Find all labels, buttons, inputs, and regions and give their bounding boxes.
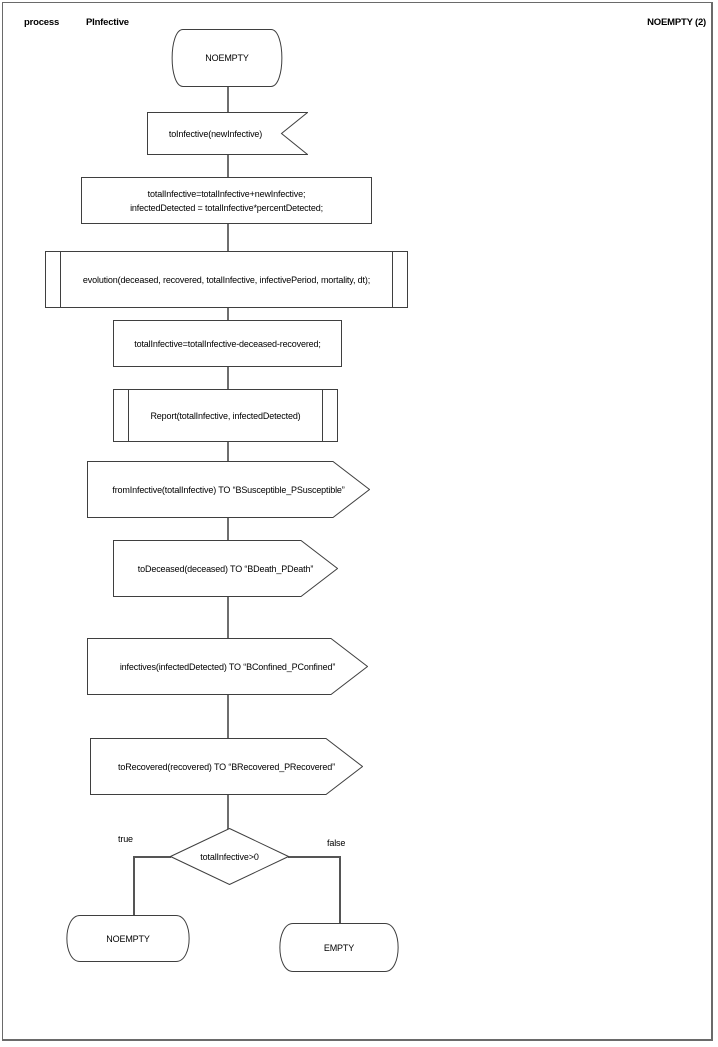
procedure-bar-left <box>60 252 61 307</box>
output-torecovered: toRecovered(recovered) TO “BRecovered_PR… <box>90 738 363 795</box>
output-signal-shape <box>90 738 363 795</box>
state-shape <box>66 915 190 962</box>
state-shape <box>171 29 283 87</box>
decision-diamond-shape <box>170 828 289 885</box>
branch-label-false: false <box>327 838 346 848</box>
branch-label-true: true <box>118 834 133 844</box>
start-state: NOEMPTY <box>170 29 284 87</box>
end-state-noempty: NOEMPTY <box>64 915 192 962</box>
task-update-infective: totalInfective=totalInfective+newInfecti… <box>81 177 372 224</box>
procedure-report-label: Report(totalInfective, infectedDetected) <box>150 410 301 421</box>
end-state-empty: EMPTY <box>277 923 401 972</box>
end-state-empty-label: EMPTY <box>323 942 355 953</box>
input-signal-label: toInfective(newInfective) <box>168 128 263 139</box>
output-infectives: infectives(infectedDetected) TO “BConfin… <box>87 638 368 695</box>
end-state-noempty-label: NOEMPTY <box>106 933 150 944</box>
output-infectives-label: infectives(infectedDetected) TO “BConfin… <box>119 661 336 672</box>
header-kind-label: process <box>24 17 60 28</box>
connector-main-vertical <box>227 87 229 830</box>
procedure-evolution-label: evolution(deceased, recovered, totalInfe… <box>82 274 371 285</box>
connector-false-vertical <box>339 856 341 923</box>
connector-true-vertical <box>133 856 135 915</box>
output-signal-shape <box>113 540 338 597</box>
output-todeceased-label: toDeceased(deceased) TO “BDeath_PDeath” <box>137 563 314 574</box>
output-signal-shape <box>87 638 368 695</box>
output-todeceased: toDeceased(deceased) TO “BDeath_PDeath” <box>113 540 338 597</box>
procedure-evolution: evolution(deceased, recovered, totalInfe… <box>45 251 408 308</box>
output-frominfective-label: fromInfective(totalInfective) TO “BSusce… <box>112 484 345 495</box>
connector-true-horizontal <box>133 856 171 858</box>
decision-totalinfective: totalInfective>0 <box>170 828 289 885</box>
task-update-line2: infectedDetected = totalInfective*percen… <box>130 202 323 213</box>
output-signal-shape <box>87 461 370 518</box>
input-signal-shape <box>147 112 308 155</box>
start-state-label: NOEMPTY <box>205 53 249 63</box>
procedure-bar-right <box>322 390 323 441</box>
task-update-line1: totalInfective=totalInfective+newInfecti… <box>147 188 306 199</box>
header-page-label: NOEMPTY (2) <box>647 17 706 28</box>
task-subtract-label: totalInfective=totalInfective-deceased-r… <box>134 338 321 349</box>
procedure-bar-left <box>128 390 129 441</box>
input-signal-toinfective: toInfective(newInfective) <box>147 112 308 155</box>
decision-condition-label: totalInfective>0 <box>200 851 259 862</box>
output-torecovered-label: toRecovered(recovered) TO “BRecovered_PR… <box>118 761 335 772</box>
task-update-label: totalInfective=totalInfective+newInfecti… <box>130 187 323 215</box>
task-subtract: totalInfective=totalInfective-deceased-r… <box>113 320 342 367</box>
procedure-report: Report(totalInfective, infectedDetected) <box>113 389 338 442</box>
state-shape <box>279 923 399 972</box>
procedure-bar-right <box>392 252 393 307</box>
header-process-name: PInfective <box>86 17 129 28</box>
output-frominfective: fromInfective(totalInfective) TO “BSusce… <box>87 461 370 518</box>
connector-false-horizontal <box>288 856 340 858</box>
